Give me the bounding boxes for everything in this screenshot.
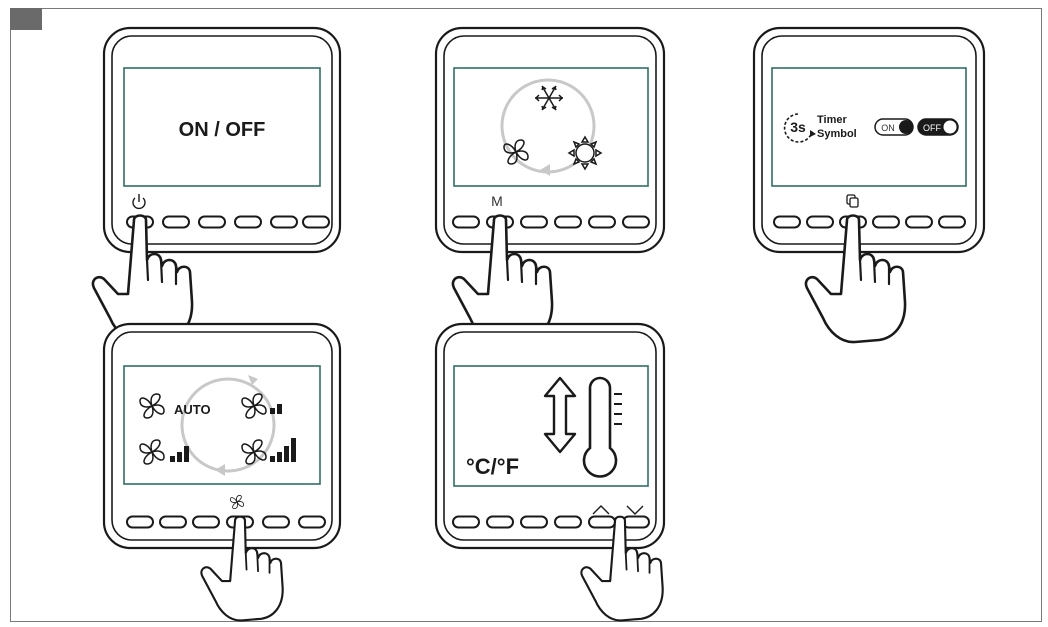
panel-power: ON / OFF <box>93 28 340 342</box>
temp-up-button[interactable] <box>589 517 615 528</box>
key-4[interactable] <box>235 217 261 228</box>
timer-title-line1: Timer <box>817 114 847 126</box>
panel-fan: AUTO <box>104 324 340 620</box>
timer-title-line2: Symbol <box>817 128 857 140</box>
key-3[interactable] <box>521 217 547 228</box>
key-3[interactable] <box>193 517 219 528</box>
toggle-on-label: ON <box>881 123 895 133</box>
key-2[interactable] <box>487 517 513 528</box>
fan-button-icon[interactable] <box>230 495 243 508</box>
key-3[interactable] <box>521 517 547 528</box>
key-6[interactable] <box>939 217 965 228</box>
key-1[interactable] <box>774 217 800 228</box>
key-1[interactable] <box>127 517 153 528</box>
screen-mode <box>454 68 648 186</box>
key-2[interactable] <box>807 217 833 228</box>
key-6[interactable] <box>299 517 325 528</box>
panel-temperature: °C/°F <box>436 324 664 620</box>
key-2[interactable] <box>163 217 189 228</box>
mode-button-label: M <box>491 193 503 209</box>
fan-icon <box>140 394 164 418</box>
fan-icon <box>140 440 164 464</box>
on-off-label: ON / OFF <box>179 119 266 141</box>
key-2[interactable] <box>160 517 186 528</box>
temp-down-button[interactable] <box>623 517 649 528</box>
key-1[interactable] <box>453 517 479 528</box>
key-1[interactable] <box>453 217 479 228</box>
key-6[interactable] <box>303 217 329 228</box>
toggle-off: OFF <box>918 119 958 135</box>
fan-icon <box>242 440 266 464</box>
fan-icon <box>242 394 266 418</box>
key-4[interactable] <box>555 517 581 528</box>
sun-icon <box>569 137 601 169</box>
panel-mode: M <box>436 28 664 342</box>
key-5[interactable] <box>271 217 297 228</box>
key-5[interactable] <box>263 517 289 528</box>
key-5[interactable] <box>906 217 932 228</box>
toggle-on: ON <box>875 119 913 135</box>
seconds-label: 3s <box>790 119 806 135</box>
key-6[interactable] <box>623 217 649 228</box>
key-4[interactable] <box>555 217 581 228</box>
key-5[interactable] <box>589 217 615 228</box>
fan-icon <box>504 140 528 164</box>
toggle-off-label: OFF <box>923 123 941 133</box>
key-4[interactable] <box>873 217 899 228</box>
key-3[interactable] <box>199 217 225 228</box>
auto-label: AUTO <box>174 402 211 417</box>
panel-timer: 3s Timer Symbol ON OFF <box>754 28 984 342</box>
unit-label: °C/°F <box>466 454 519 479</box>
